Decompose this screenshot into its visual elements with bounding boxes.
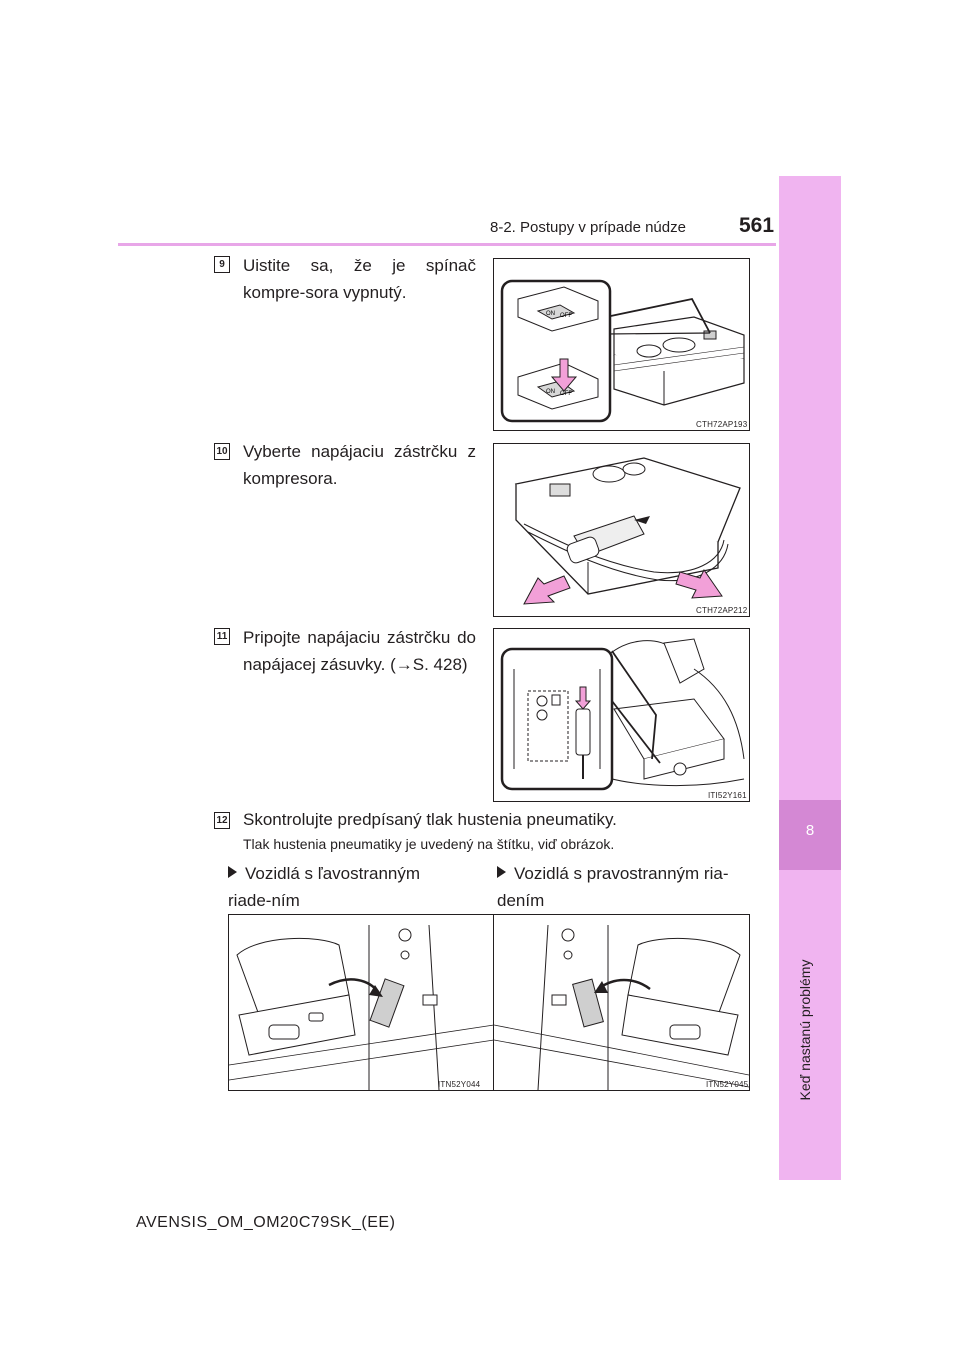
figure-code-rhd: ITN52Y045 [706, 1080, 749, 1089]
figure-code-10: CTH72AP212 [696, 606, 748, 615]
bullet-triangle-icon [497, 866, 506, 878]
switch-off-label-top: OFF [560, 313, 572, 319]
tire-pressure-note: Tlak hustenia pneumatiky je uvedený na š… [243, 836, 615, 852]
page-number: 561 [739, 214, 775, 237]
variant-lhd: Vozidlá s ľavostranným riade-ním [228, 860, 468, 914]
illustration-compressor-plug [493, 443, 750, 617]
illustration-power-outlet [493, 628, 750, 802]
step-number-9: 9 [214, 256, 230, 273]
step-number-12: 12 [214, 812, 230, 829]
insert-arrow [574, 686, 592, 710]
step-text-9: Uistite sa, že je spínač kompre-sora vyp… [243, 256, 476, 302]
figure-code-11: ITI52Y161 [708, 791, 747, 800]
chapter-side-bar [779, 176, 841, 1180]
switch-on-label-bottom: ON [546, 389, 555, 395]
section-title: 8-2. Postupy v prípade núdze [490, 219, 686, 236]
step-text-12: Skontrolujte predpísaný tlak hustenia pn… [243, 810, 617, 829]
press-arrow [550, 358, 578, 392]
header-rule [118, 243, 776, 246]
illustration-compressor-switch: ON OFF ON OFF [493, 258, 750, 431]
document-code-footer: AVENSIS_OM_OM20C79SK_(EE) [136, 1214, 396, 1231]
step-text-10: Vyberte napájaciu zástrčku z kompresora. [243, 442, 476, 488]
chapter-tab [779, 800, 841, 870]
figure-code-lhd: ITN52Y044 [438, 1080, 481, 1089]
illustration-label-lhd [228, 914, 495, 1091]
illustration-label-rhd [493, 914, 750, 1091]
chapter-title-text: Keď nastanú problémy [797, 959, 813, 1101]
switch-on-label-top: ON [546, 311, 555, 317]
step-number-11: 11 [214, 628, 230, 645]
step-text-11: Pripojte napájaciu zástrčku do napájacej… [243, 628, 476, 674]
step-number-10: 10 [214, 443, 230, 460]
chapter-number: 8 [805, 822, 815, 839]
variant-lhd-label: Vozidlá s ľavostranným riade-ním [228, 864, 421, 910]
switch-off-label-bottom: OFF [560, 391, 572, 397]
pull-arrow-left [523, 575, 571, 605]
variant-rhd: Vozidlá s pravostranným ria-dením [497, 860, 747, 914]
figure-code-9: CTH72AP193 [696, 420, 748, 429]
pull-arrow-right [675, 569, 723, 599]
bullet-triangle-icon [228, 866, 237, 878]
variant-rhd-label: Vozidlá s pravostranným ria-dením [497, 864, 729, 910]
